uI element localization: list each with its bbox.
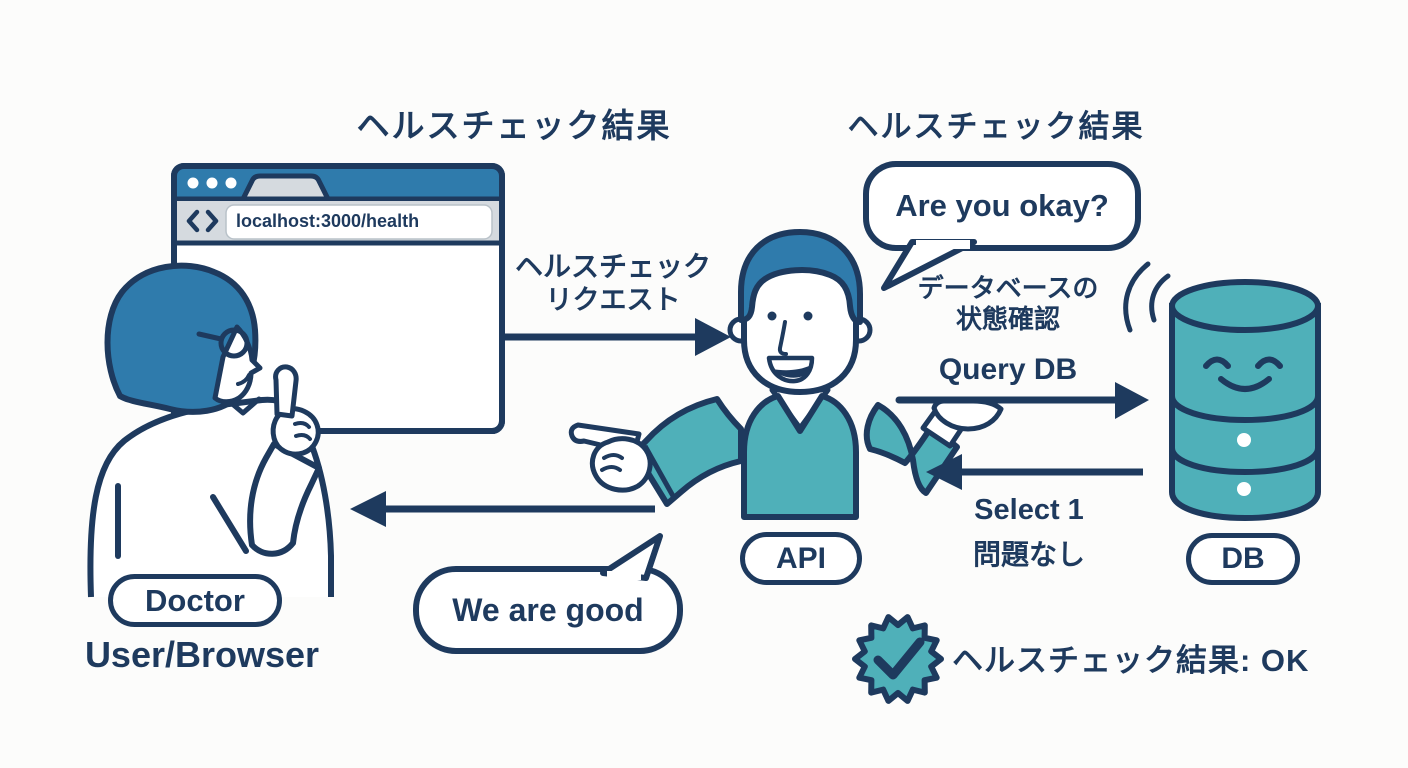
reply-label-line2: 問題なし bbox=[972, 539, 1085, 570]
api-figure bbox=[568, 229, 1004, 520]
sound-waves-icon bbox=[1123, 261, 1171, 333]
db-cylinder-top bbox=[1169, 279, 1321, 333]
reply-arrow-head bbox=[926, 454, 962, 490]
request-label: ヘルスチェック リクエスト bbox=[489, 250, 737, 316]
request-label-line1: ヘルスチェック bbox=[514, 251, 711, 282]
doctor-label-pill: Doctor bbox=[108, 574, 282, 627]
api-label-pill: API bbox=[740, 532, 862, 585]
db-divider-1 bbox=[1169, 395, 1321, 424]
doctor-sleeve bbox=[247, 441, 322, 557]
request-label-line2: リクエスト bbox=[545, 284, 681, 315]
doctor-palm bbox=[270, 406, 321, 457]
url-field-box[interactable] bbox=[225, 204, 493, 240]
api-bubble-body bbox=[863, 161, 1141, 251]
query-arrow-head bbox=[1115, 382, 1149, 419]
api-bubble-tail-joint bbox=[916, 240, 970, 249]
badge-seal bbox=[852, 614, 944, 704]
response-arrow-head bbox=[350, 491, 386, 527]
api-eye-left bbox=[767, 311, 777, 321]
response-arrow bbox=[350, 491, 655, 527]
api-label: API bbox=[775, 541, 826, 575]
title-right: ヘルスチェック結果 bbox=[847, 109, 1145, 144]
glasses-temple bbox=[196, 331, 224, 342]
coat-fold-line bbox=[210, 494, 249, 554]
db-divider-2 bbox=[1169, 447, 1321, 476]
db-label-pill: DB bbox=[1186, 533, 1300, 585]
db-check-label: データベースの 状態確認 bbox=[880, 273, 1136, 335]
reply-arrow bbox=[926, 454, 1143, 490]
db-figure bbox=[1123, 261, 1321, 522]
reply-label-line1: Select 1 bbox=[974, 494, 1084, 526]
api-hair bbox=[738, 229, 863, 325]
query-label: Query DB bbox=[938, 353, 1078, 386]
url-text[interactable]: localhost:3000/health bbox=[236, 211, 420, 231]
request-arrow-head bbox=[695, 318, 731, 356]
query-arrow bbox=[895, 382, 1149, 419]
doctor-label: Doctor bbox=[145, 582, 245, 618]
db-led-dot-2 bbox=[1237, 482, 1251, 496]
chevron-right-icon[interactable] bbox=[205, 209, 219, 233]
doctor-finger bbox=[273, 364, 299, 419]
doctor-glasses bbox=[218, 327, 250, 359]
db-check-line2: 状態確認 bbox=[955, 304, 1060, 335]
api-bubble-text: Are you okay? bbox=[895, 188, 1109, 224]
db-cylinder-body bbox=[1169, 303, 1321, 522]
db-smile bbox=[1218, 376, 1272, 392]
request-arrow bbox=[505, 318, 731, 356]
user-caption: User/Browser bbox=[84, 634, 320, 675]
chevron-left-icon[interactable] bbox=[186, 209, 200, 233]
db-eyes bbox=[1203, 356, 1283, 369]
result-label: ヘルスチェック結果: OK bbox=[952, 643, 1310, 678]
window-dots bbox=[187, 177, 237, 189]
user-speech-bubble bbox=[413, 533, 683, 654]
api-speech-bubble bbox=[863, 161, 1141, 291]
user-bubble-tail-joint bbox=[607, 571, 641, 580]
api-eye-right bbox=[803, 311, 813, 321]
badge-checkmark bbox=[873, 637, 925, 680]
db-label: DB bbox=[1221, 542, 1265, 575]
db-check-line1: データベースの bbox=[917, 273, 1099, 303]
api-torso bbox=[741, 393, 859, 520]
browser-titlebar bbox=[171, 163, 505, 202]
title-left: ヘルスチェック結果 bbox=[356, 107, 672, 144]
api-hand-fingers bbox=[600, 453, 624, 472]
user-bubble-text: We are good bbox=[452, 591, 644, 628]
db-led-dot-1 bbox=[1237, 433, 1251, 447]
check-badge-icon bbox=[852, 614, 944, 704]
doctor-mouth bbox=[236, 373, 251, 386]
api-point-palm bbox=[590, 436, 653, 493]
window-dot bbox=[206, 177, 218, 189]
api-mouth-shadow bbox=[772, 365, 811, 378]
api-nose bbox=[777, 320, 788, 356]
doctor-collar bbox=[227, 396, 262, 416]
window-dot bbox=[225, 177, 237, 189]
user-bubble-body bbox=[413, 566, 683, 654]
window-dot bbox=[187, 177, 199, 189]
doctor-figure bbox=[87, 262, 334, 598]
browser-tab[interactable] bbox=[238, 173, 333, 202]
hand-knuckles bbox=[293, 421, 312, 441]
